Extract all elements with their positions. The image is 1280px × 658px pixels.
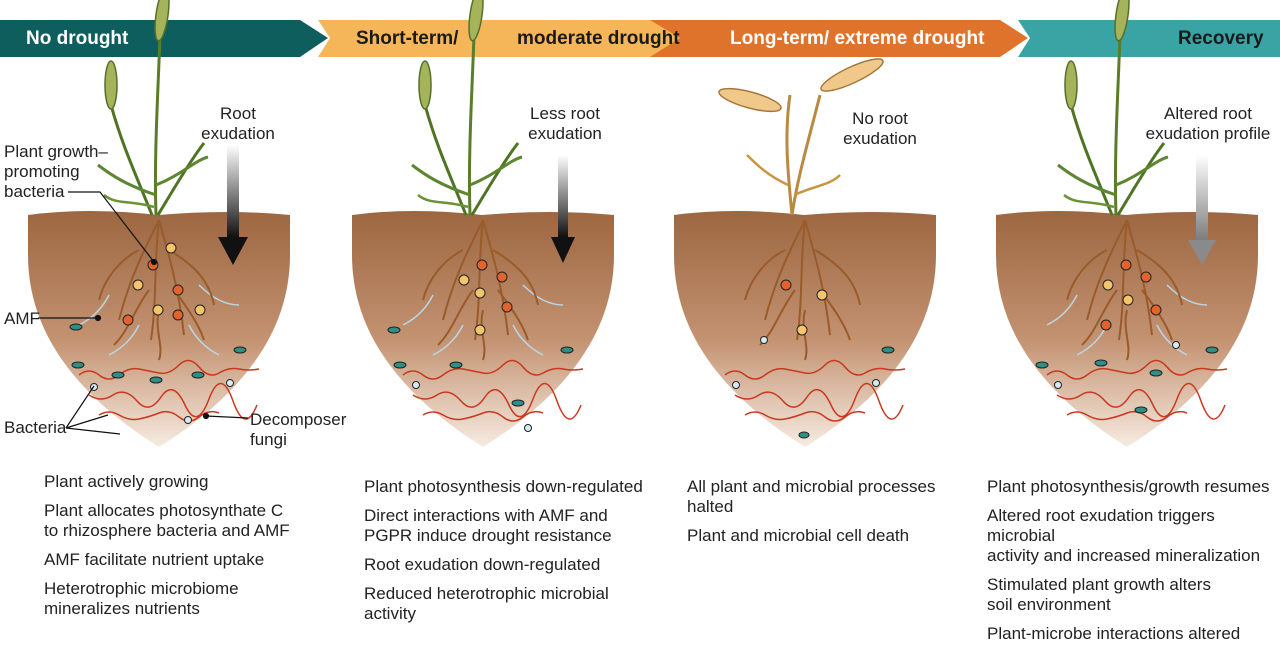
point: Plant photosynthesis/growth resumes (987, 477, 1270, 496)
exudation-arrow-icon (558, 155, 568, 237)
scene-short-term-drought (352, 0, 614, 447)
bacteria-cluster (387, 259, 574, 432)
stage-title-long-term: Long-term/ extreme drought (730, 28, 985, 49)
stage-1-points: Plant actively growing Plant allocates p… (44, 472, 344, 628)
banner-stage-2 (318, 20, 688, 57)
annotation-leaders (38, 191, 249, 435)
point: Plant actively growing (44, 472, 209, 491)
point: Reduced heterotrophic microbial activity (364, 584, 609, 623)
arrow-label-altered-root-exudation: Altered root exudation profile (1145, 104, 1271, 143)
arrow-label-no-root-exudation: No root exudation (843, 109, 917, 148)
point: Root exudation down-regulated (364, 555, 601, 574)
point: Altered root exudation triggers microbia… (987, 506, 1261, 565)
banner-stage-1 (0, 20, 328, 57)
stage-3-points: All plant and microbial processes halted… (687, 477, 977, 555)
point: Plant photosynthesis down-regulated (364, 477, 643, 496)
exudation-arrow-icon (227, 145, 239, 237)
stage-title-short-term-part1: Short-term/ (356, 28, 459, 49)
bacteria-cluster (1035, 259, 1219, 414)
label-decomposer-fungi: Decomposer fungi (250, 410, 347, 449)
point: Plant and microbial cell death (687, 526, 910, 545)
wheat-plant-icon (410, 0, 524, 217)
bacteria-cluster (732, 279, 895, 439)
arrow-label-root-exudation: Root exudation (201, 104, 275, 143)
bacteria-cluster (69, 242, 247, 424)
point: Plant allocates photosynthate C to rhizo… (44, 501, 290, 540)
stage-title-no-drought: No drought (26, 28, 129, 49)
point: Stimulated plant growth alters soil envi… (987, 575, 1211, 614)
stage-4-points: Plant photosynthesis/growth resumes Alte… (987, 477, 1279, 653)
stage-2-points: Plant photosynthesis down-regulated Dire… (364, 477, 664, 633)
scene-recovery (996, 0, 1258, 447)
point: Direct interactions with AMF and PGPR in… (364, 506, 612, 545)
point: Heterotrophic microbiome mineralizes nut… (44, 579, 239, 618)
exudation-arrow-icon (1196, 155, 1208, 240)
label-amf: AMF (4, 309, 40, 328)
point: All plant and microbial processes halted (687, 477, 936, 516)
point: Plant-microbe interactions altered (987, 624, 1241, 643)
scene-long-term-drought (674, 51, 936, 447)
label-pgpb: Plant growth– promoting bacteria (4, 142, 108, 201)
label-bacteria: Bacteria (4, 418, 67, 437)
banner-stage-3 (650, 20, 1028, 57)
stage-title-recovery: Recovery (1178, 28, 1264, 49)
arrow-label-less-root-exudation: Less root exudation (528, 104, 602, 143)
banner-stage-4 (1018, 20, 1280, 57)
scene-no-drought (28, 0, 290, 447)
timeline-banner (0, 20, 1280, 57)
point: AMF facilitate nutrient uptake (44, 550, 265, 569)
stage-title-short-term-part2: moderate drought (517, 28, 680, 49)
